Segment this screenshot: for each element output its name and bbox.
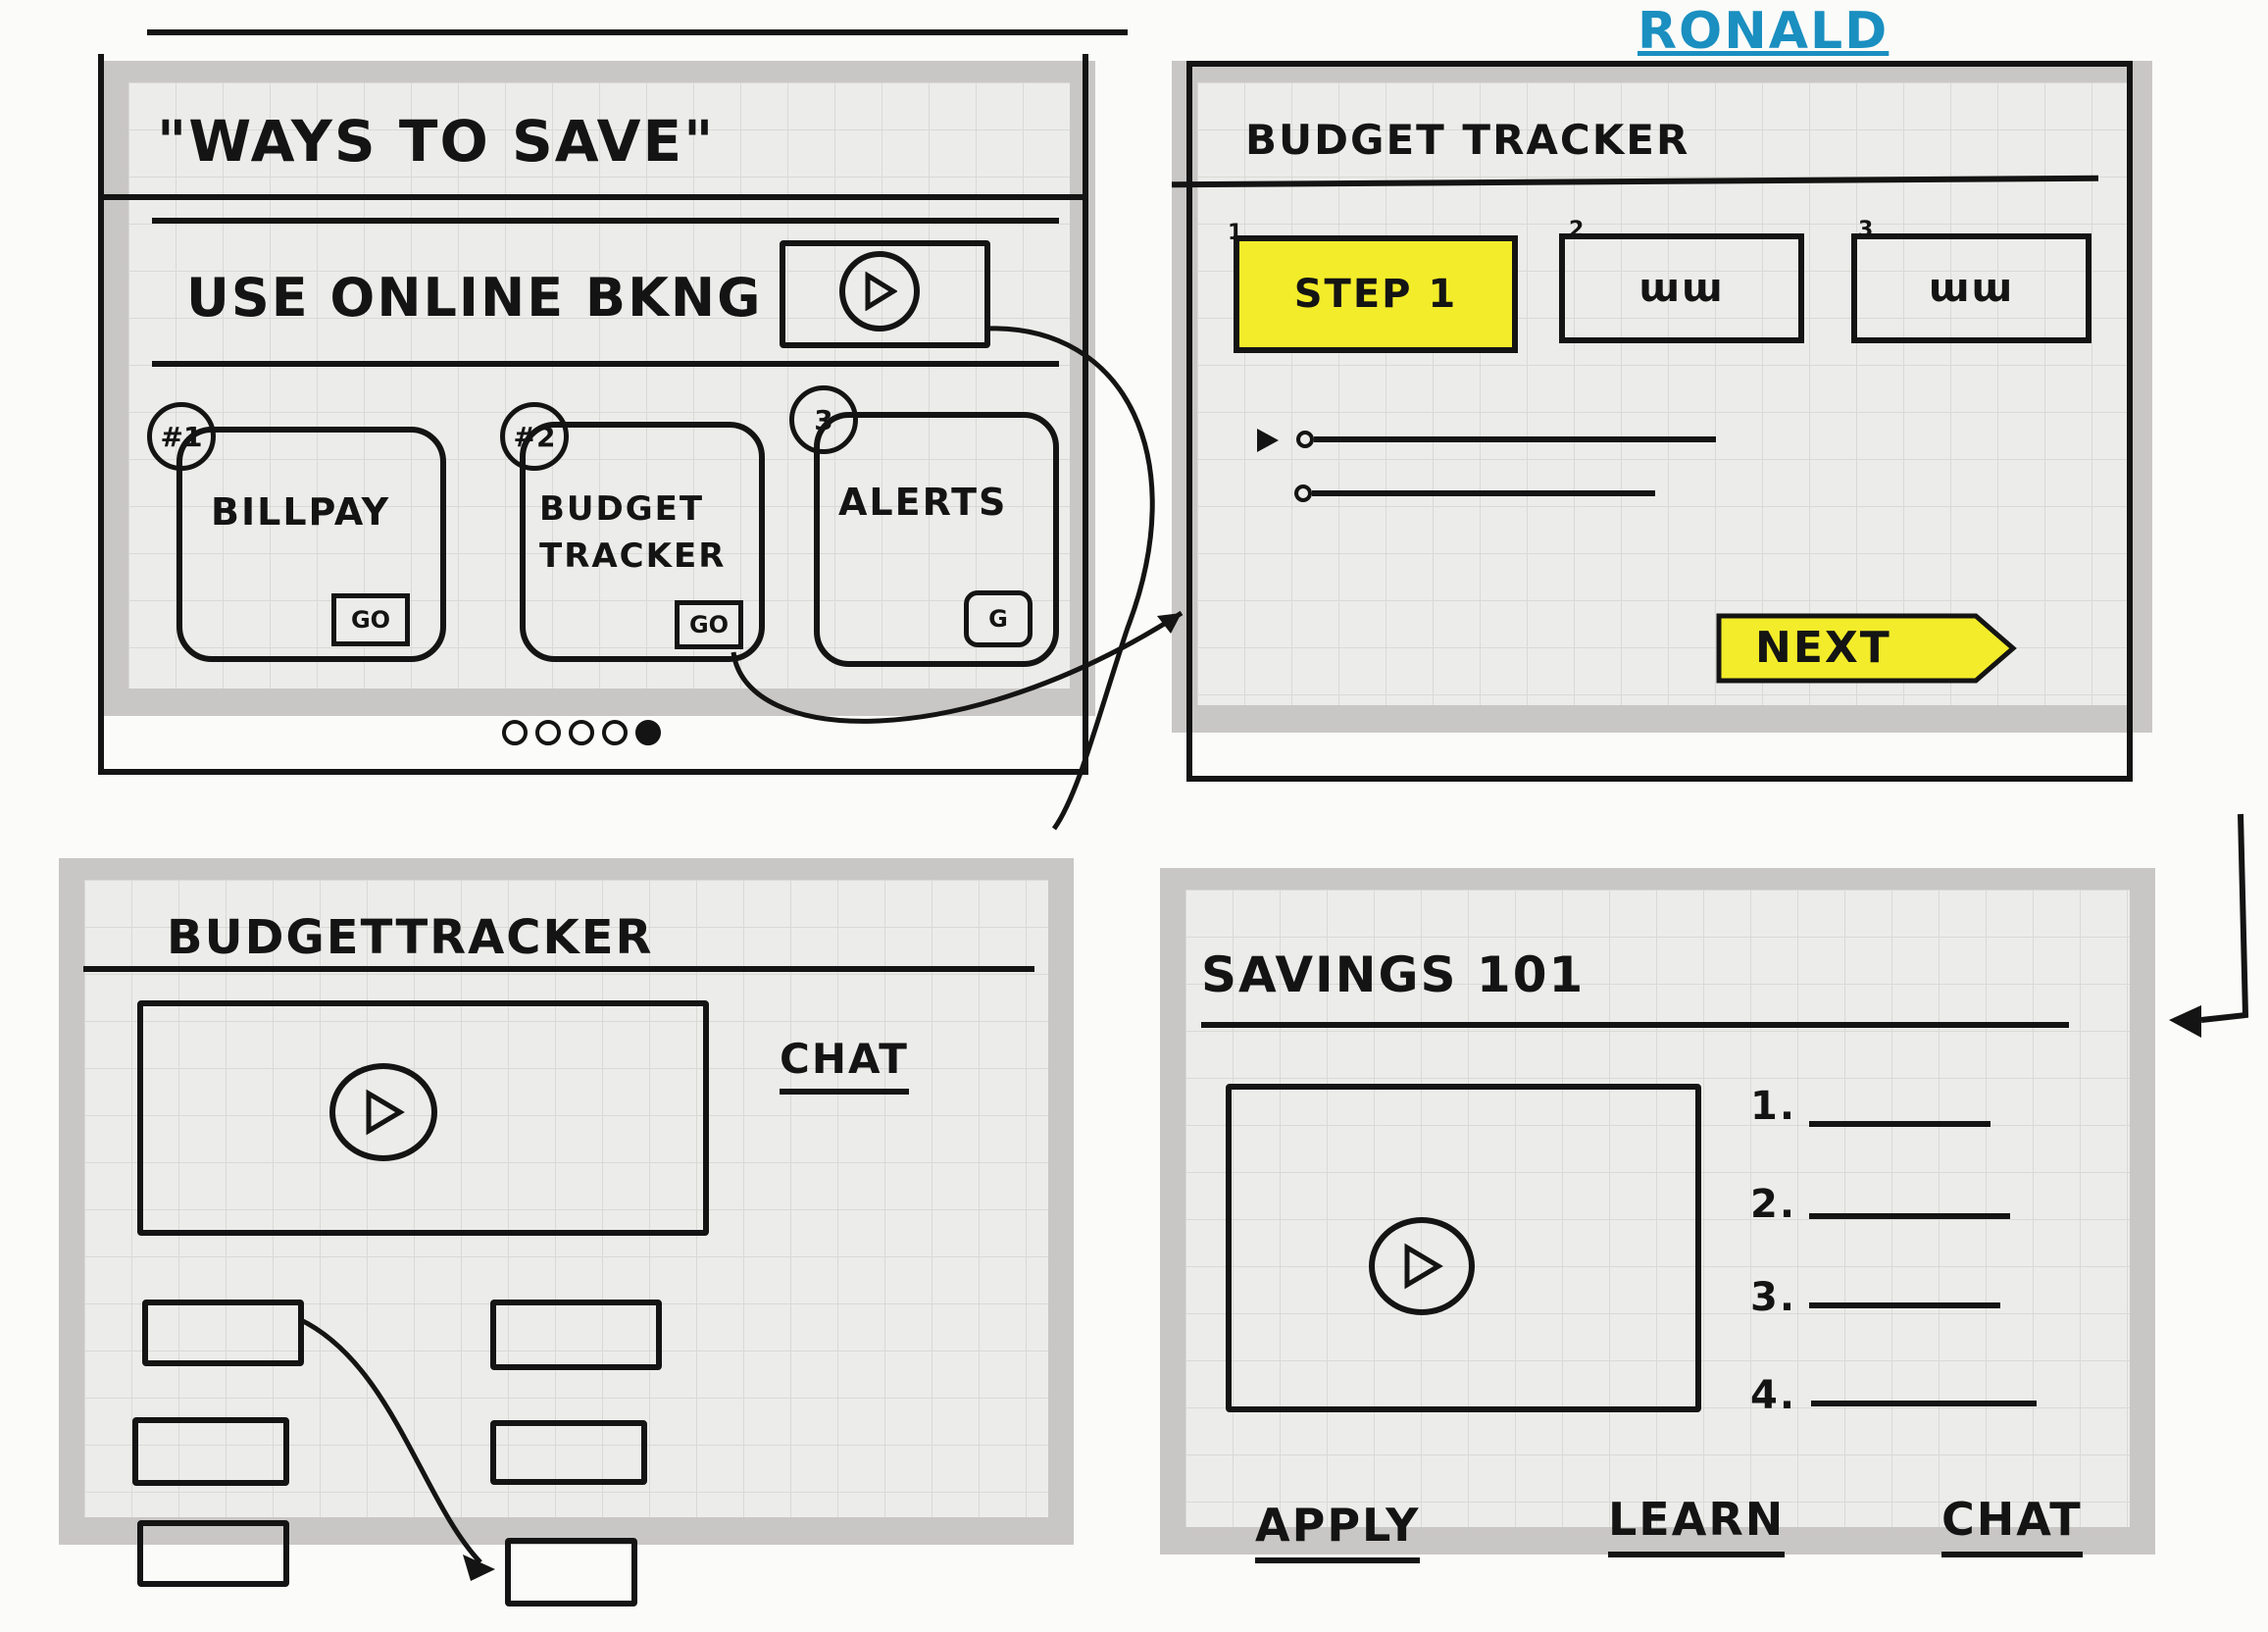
card-badge: 3 <box>789 385 858 454</box>
step-label: ɯɯ <box>1638 266 1725 311</box>
step-label: STEP 1 <box>1293 272 1458 317</box>
thumbnail-tile[interactable] <box>490 1300 662 1370</box>
go-button[interactable]: G <box>964 590 1033 647</box>
video-player[interactable] <box>137 1000 709 1236</box>
radio-option-2[interactable] <box>1294 481 1687 510</box>
screen-background <box>103 61 1095 716</box>
list-item[interactable]: 1. <box>1750 1084 1991 1129</box>
sketch-top-line <box>147 29 1128 35</box>
play-circle-icon[interactable] <box>329 1063 437 1161</box>
go-button[interactable]: GO <box>331 593 410 646</box>
next-button[interactable]: NEXT <box>1711 610 2020 687</box>
play-circle-icon[interactable] <box>1369 1217 1475 1315</box>
radio-circle-icon <box>1294 484 1312 502</box>
step-tab-2[interactable]: ɯɯ <box>1559 233 1804 343</box>
option-line <box>1314 436 1716 442</box>
chat-link[interactable]: CHAT <box>780 1035 909 1095</box>
flow-arrow-steps-to-savings <box>2200 813 2249 1023</box>
banner-video-button[interactable] <box>780 240 990 348</box>
pager-dot[interactable] <box>502 720 528 745</box>
list-number: 4. <box>1750 1373 1797 1418</box>
banner-text: USE ONLINE BKNG <box>186 267 763 329</box>
list-number: 1. <box>1750 1084 1797 1129</box>
pager-dots[interactable] <box>502 720 679 749</box>
banner-divider <box>152 361 1059 367</box>
pager-dot[interactable] <box>602 720 628 745</box>
screen-background <box>59 858 1074 1545</box>
next-arrow-shape <box>1716 613 2017 684</box>
list-line <box>1809 1302 2000 1308</box>
thumbnail-tile[interactable] <box>142 1300 304 1366</box>
card-label: BILLPAY <box>211 490 391 534</box>
thumbnail-tile[interactable] <box>505 1538 637 1606</box>
card-label: ALERTS <box>838 481 1008 524</box>
play-bullet-icon <box>1257 429 1279 452</box>
list-line <box>1811 1401 2037 1406</box>
page-title: BUDGETTRACKER <box>167 910 654 965</box>
radio-option-1[interactable] <box>1257 427 1728 456</box>
page-title: BUDGET TRACKER <box>1245 116 1690 164</box>
step-label: ɯɯ <box>1928 266 2015 311</box>
radio-circle-icon <box>1296 431 1314 448</box>
card-badge: #1 <box>147 402 216 471</box>
play-circle-icon <box>839 251 920 332</box>
card-budget-tracker[interactable] <box>520 422 765 662</box>
header-divider <box>1201 1022 2069 1028</box>
list-number: 3. <box>1750 1275 1797 1320</box>
arrow-head-icon <box>463 1555 495 1581</box>
pager-dot-active[interactable] <box>635 720 661 745</box>
option-line <box>1312 490 1655 496</box>
page-title: "WAYS TO SAVE" <box>157 108 716 175</box>
list-number: 2. <box>1750 1182 1797 1227</box>
thumbnail-tile[interactable] <box>137 1520 289 1587</box>
go-button[interactable]: GO <box>675 600 743 649</box>
step-tab-3[interactable]: ɯɯ <box>1851 233 2092 343</box>
pager-dot[interactable] <box>569 720 594 745</box>
page-title: SAVINGS 101 <box>1201 946 1586 1003</box>
pager-dot[interactable] <box>535 720 561 745</box>
list-line <box>1809 1121 1991 1127</box>
learn-link[interactable]: LEARN <box>1608 1493 1786 1557</box>
next-label: NEXT <box>1755 623 1891 673</box>
list-item[interactable]: 3. <box>1750 1275 2000 1320</box>
header-divider <box>83 966 1034 972</box>
author-name: RONALD <box>1638 2 1890 61</box>
list-item[interactable]: 2. <box>1750 1182 2010 1227</box>
screen-background <box>1160 868 2155 1555</box>
step-tab-1[interactable]: STEP 1 <box>1234 235 1518 353</box>
sketch-frame <box>1186 61 2133 782</box>
header-divider-2 <box>152 218 1059 224</box>
card-billpay[interactable] <box>176 427 446 662</box>
list-line <box>1809 1213 2010 1219</box>
chat-link[interactable]: CHAT <box>1941 1493 2083 1557</box>
arrow-head-icon <box>2169 1005 2201 1038</box>
list-item[interactable]: 4. <box>1750 1373 2037 1418</box>
apply-link[interactable]: APPLY <box>1255 1499 1421 1563</box>
thumbnail-tile[interactable] <box>490 1420 647 1485</box>
card-badge: #2 <box>500 402 569 471</box>
header-divider <box>98 194 1088 200</box>
card-label: BUDGET TRACKER <box>539 489 727 576</box>
thumbnail-tile[interactable] <box>132 1417 289 1486</box>
video-player[interactable] <box>1226 1084 1701 1412</box>
